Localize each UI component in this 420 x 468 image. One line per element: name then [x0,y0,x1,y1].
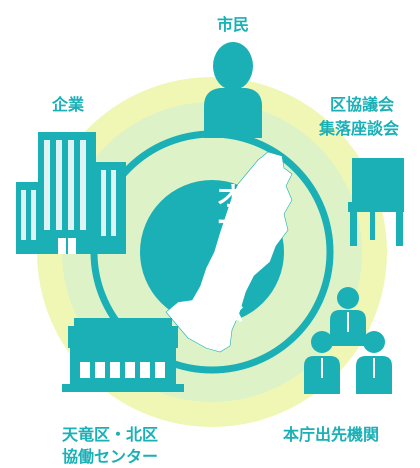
center-title-char-3: ル [216,236,244,267]
staff-group-icon [304,287,392,394]
office-buildings-icon [16,132,126,254]
ward-collab-label-line1: 天竜区・北区 [62,425,159,444]
chair-icon [348,158,404,246]
ward-collab-label-line2: 協働センター [62,447,159,466]
citizens-label: 市民 [217,15,250,34]
companies-label: 企業 [52,95,85,114]
public-building-icon [62,318,184,392]
center-title-char-2: ー [216,208,244,239]
city-map-silhouette [165,151,293,353]
district-council-label-line2: 集落座談会 [319,119,400,138]
district-council-label-line1: 区協議会 [330,95,395,114]
center-title-char-1: オ [216,182,244,213]
center-title-char-4: 浜 [216,266,244,297]
city-hall-label: 本庁出先機関 [283,425,380,444]
center-title-char-5: 松 [216,296,244,327]
person-icon [204,42,262,138]
